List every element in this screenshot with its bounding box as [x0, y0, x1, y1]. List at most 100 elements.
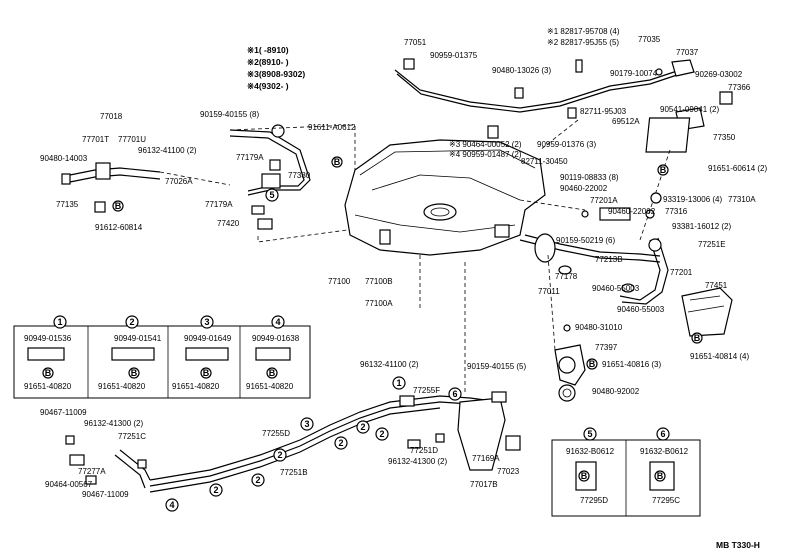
- bracket-box-6: 6 91632-B0612 B 77295C: [640, 427, 689, 505]
- label-96132-41100-a: 96132-41100 (2): [138, 146, 197, 155]
- part-labels: 77051 90959-01375 ※1 82817-95708 (4) ※2 …: [40, 27, 767, 550]
- clip-detail-boxes: 1 90949-01536 B 91651-40820 2 90949-0154…: [13, 315, 311, 399]
- label-90467-11009-a: 90467-11009: [40, 408, 87, 417]
- label-90460-22002-b: 90460-22002: [608, 207, 656, 216]
- label-77251c: 77251C: [118, 432, 146, 441]
- label-90480-92002: 90480-92002: [592, 387, 640, 396]
- svg-text:91651-40820: 91651-40820: [246, 382, 294, 391]
- label-90541-09041: 90541-09041 (2): [660, 105, 719, 114]
- filler-pipe-lower: [554, 324, 586, 402]
- label-77255d: 77255D: [262, 429, 290, 438]
- svg-text:3: 3: [304, 419, 309, 429]
- label-77316: 77316: [665, 207, 688, 216]
- label-77366: 77366: [728, 83, 751, 92]
- label-90480-14003: 90480-14003: [40, 154, 88, 163]
- label-77251d: 77251D: [410, 446, 438, 455]
- label-77179a-1: 77179A: [236, 153, 264, 162]
- label-93319-13006: 93319-13006 (4): [663, 195, 722, 204]
- svg-text:90949-01649: 90949-01649: [184, 334, 232, 343]
- svg-text:2: 2: [360, 422, 365, 432]
- svg-text:91632-B0612: 91632-B0612: [640, 447, 689, 456]
- svg-text:2: 2: [379, 429, 384, 439]
- svg-text:91651-40820: 91651-40820: [98, 382, 146, 391]
- clip-box-2: 2 90949-01541 B 91651-40820: [98, 315, 162, 391]
- svg-text:4: 4: [169, 500, 174, 510]
- svg-text:1: 1: [57, 317, 62, 327]
- label-77350: 77350: [713, 133, 736, 142]
- svg-text:B: B: [269, 368, 276, 378]
- label-77179a-2: 77179A: [205, 200, 233, 209]
- label-77251b: 77251B: [280, 468, 308, 477]
- legend-line-3: ※3(8908-9302): [247, 69, 305, 79]
- svg-text:90949-01536: 90949-01536: [24, 334, 72, 343]
- label-77037: 77037: [676, 48, 699, 57]
- label-82711-30450: 82711-30450: [521, 157, 568, 166]
- label-91651-40816: 91651-40816 (3): [602, 360, 661, 369]
- svg-text:2: 2: [129, 317, 134, 327]
- vent-lines: [394, 58, 733, 153]
- filler-neck-assembly: [519, 207, 733, 337]
- svg-text:B: B: [115, 201, 122, 211]
- label-90467-11009-b: 90467-11009: [82, 490, 129, 499]
- label-82711-95j03: 82711-95J03: [580, 107, 627, 116]
- label-77451: 77451: [705, 281, 728, 290]
- svg-text:1: 1: [396, 378, 401, 388]
- bracket-detail-boxes: 5 91632-B0612 B 77295D 6 91632-B0612 B 7…: [551, 427, 701, 517]
- svg-text:2: 2: [213, 485, 218, 495]
- svg-text:B: B: [660, 165, 667, 175]
- legend-line-4: ※4(9302- ): [247, 81, 289, 91]
- label-90269-03002: 90269-03002: [695, 70, 743, 79]
- bolt-markers: B B B B B: [112, 156, 703, 370]
- marker-s: [650, 192, 662, 204]
- label-77380: 77380: [288, 171, 311, 180]
- svg-text:B: B: [334, 157, 341, 167]
- label-93381-16012: 93381-16012 (2): [672, 222, 731, 231]
- label-77201a: 77201A: [590, 196, 618, 205]
- label-96132-41300-b: 96132-41300 (2): [388, 457, 447, 466]
- label-77701t: 77701T: [82, 135, 109, 144]
- label-91651-40814: 91651-40814 (4): [690, 352, 749, 361]
- label-77169a: 77169A: [472, 454, 500, 463]
- svg-text:90949-01638: 90949-01638: [252, 334, 300, 343]
- label-77213b: 77213B: [595, 255, 623, 264]
- label-90480-31010: 90480-31010: [575, 323, 623, 332]
- legend-line-2: ※2(8910- ): [247, 57, 289, 67]
- svg-text:91651-40820: 91651-40820: [24, 382, 72, 391]
- label-90464-00052: ※3 90464-00052 (2): [449, 140, 522, 149]
- label-90460-55003-b: 90460-55003: [617, 305, 665, 314]
- label-90959-01487: ※4 90959-01487 (2): [449, 150, 522, 159]
- fuel-tank: [344, 139, 546, 256]
- label-90159-50219: 90159-50219 (6): [556, 236, 615, 245]
- label-77017b: 77017B: [470, 480, 498, 489]
- svg-text:4: 4: [275, 317, 280, 327]
- label-77701u: 77701U: [118, 135, 146, 144]
- svg-text:77295D: 77295D: [580, 496, 608, 505]
- label-77277a: 77277A: [78, 467, 106, 476]
- label-77201: 77201: [670, 268, 693, 277]
- marker-b: B: [657, 164, 669, 176]
- label-77310a: 77310A: [728, 195, 756, 204]
- label-90460-22002-a: 90460-22002: [560, 184, 608, 193]
- marker-b: B: [586, 358, 598, 370]
- label-77135: 77135: [56, 200, 79, 209]
- svg-text:B: B: [657, 471, 664, 481]
- svg-text:77295C: 77295C: [652, 496, 680, 505]
- label-77026a: 77026A: [165, 177, 193, 186]
- label-96132-41300-a: 96132-41300 (2): [84, 419, 143, 428]
- svg-text:2: 2: [277, 450, 282, 460]
- svg-text:90949-01541: 90949-01541: [114, 334, 162, 343]
- label-90119-08833: 90119-08833 (8): [560, 173, 619, 182]
- label-77018: 77018: [100, 112, 123, 121]
- label-82817-a: ※1 82817-95708 (4): [547, 27, 620, 36]
- marker-b: B: [691, 332, 703, 344]
- diagram-code: MB T330-H: [716, 540, 760, 550]
- svg-text:B: B: [589, 359, 596, 369]
- label-69512a: 69512A: [612, 117, 640, 126]
- label-90480-13026: 90480-13026 (3): [492, 66, 551, 75]
- label-91611-a0612: 91611-A0612: [308, 123, 356, 132]
- label-77420: 77420: [217, 219, 240, 228]
- label-77178: 77178: [555, 272, 578, 281]
- label-91612-60814: 91612-60814: [95, 223, 143, 232]
- label-77035: 77035: [638, 35, 661, 44]
